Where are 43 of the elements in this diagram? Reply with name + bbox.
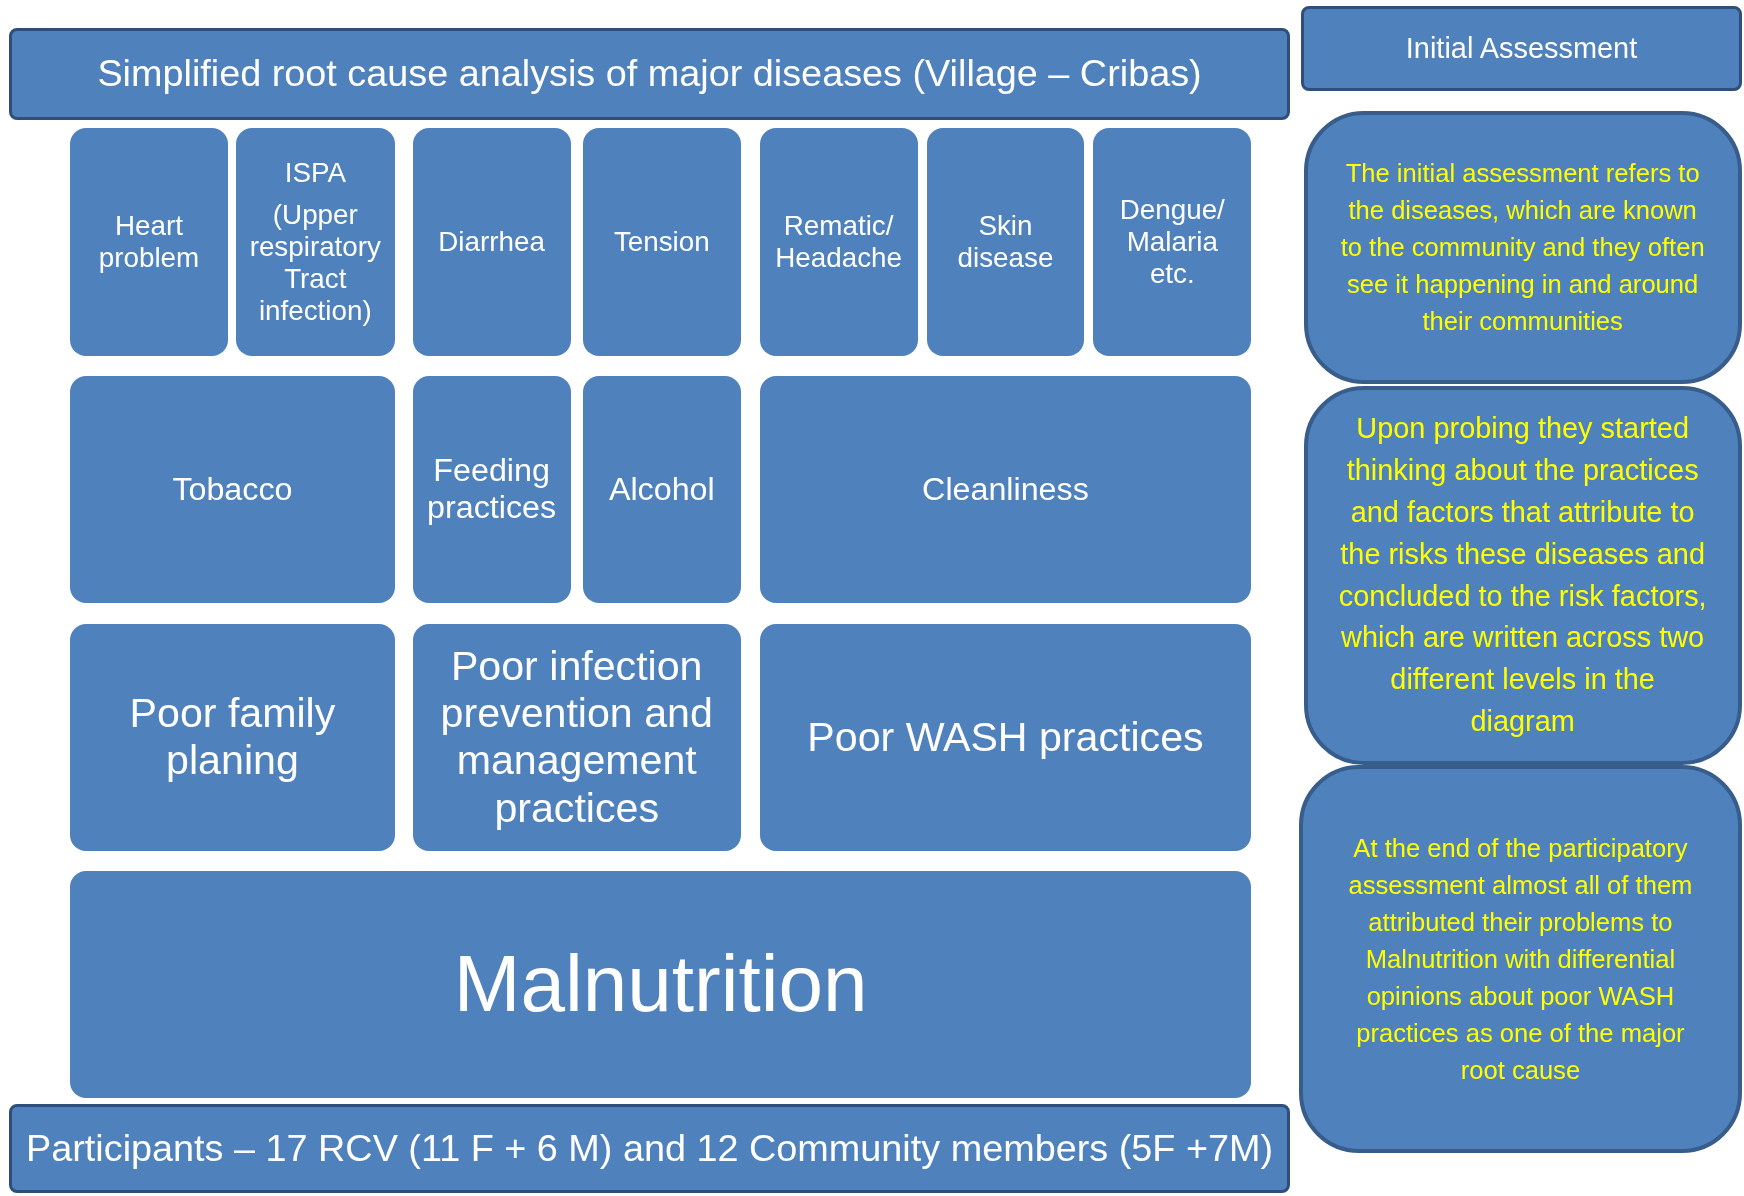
cause-box xyxy=(412,623,741,851)
cause-box xyxy=(1093,127,1252,356)
box-label: Rematic/ Headache xyxy=(774,209,903,274)
note-box xyxy=(1299,765,1742,1154)
note-text: Upon probing they started thinking about the practices and factors that attribute to the risks these diseases and concluded to the risk factors, which are written across two different levels in the diagram xyxy=(1337,410,1708,740)
cause-box xyxy=(759,375,1252,603)
box-label: Heart problem xyxy=(97,209,201,274)
cause-box xyxy=(926,127,1085,356)
note-text: The initial assessment refers to the diseases, which are known to the community and they often see it happening in and around their communities xyxy=(1339,157,1706,338)
note-box xyxy=(1303,385,1742,766)
heading-banner xyxy=(1301,5,1742,92)
cause-box xyxy=(70,870,1252,1098)
box-label: ISPA xyxy=(284,156,346,189)
cause-box xyxy=(412,375,571,603)
cause-box xyxy=(582,375,741,603)
cause-box xyxy=(759,623,1252,851)
heading-banner xyxy=(8,1104,1291,1194)
note-box xyxy=(1303,111,1742,384)
box-label: Feeding practices xyxy=(426,452,558,527)
heading-text: Initial Assessment xyxy=(1405,31,1638,65)
box-label: Malnutrition xyxy=(453,938,868,1031)
heading-text: Simplified root cause analysis of major diseases (Village – Cribas) xyxy=(97,52,1202,96)
box-label: Cleanliness xyxy=(922,470,1089,508)
cause-box xyxy=(582,127,741,356)
cause-box xyxy=(412,127,571,356)
box-label: Tension xyxy=(613,225,710,258)
cause-box xyxy=(235,127,395,356)
box-label: Poor WASH practices xyxy=(807,713,1204,762)
box-label: Tobacco xyxy=(172,470,293,508)
box-label: Dengue/ Malaria etc. xyxy=(1118,193,1226,290)
box-label: Skin disease xyxy=(956,209,1055,274)
box-label: (Upper respiratory Tract infection) xyxy=(248,198,382,327)
heading-banner xyxy=(8,27,1291,121)
cause-box xyxy=(70,127,228,356)
box-label: Diarrhea xyxy=(438,225,545,258)
cause-box xyxy=(70,375,395,603)
box-label: Poor infection prevention and management practices xyxy=(439,642,714,833)
heading-text: Participants – 17 RCV (11 F + 6 M) and 12 Community members (5F +7M) xyxy=(26,1127,1274,1171)
note-text: At the end of the participatory assessment almost all of them attributed their problems to Malnutrition with differential opinions about poor WASH practices as one of the major root cause xyxy=(1347,832,1694,1086)
box-label: Alcohol xyxy=(608,470,715,508)
cause-box xyxy=(759,127,918,356)
box-label: Poor family planing xyxy=(128,690,337,785)
cause-box xyxy=(70,623,395,851)
